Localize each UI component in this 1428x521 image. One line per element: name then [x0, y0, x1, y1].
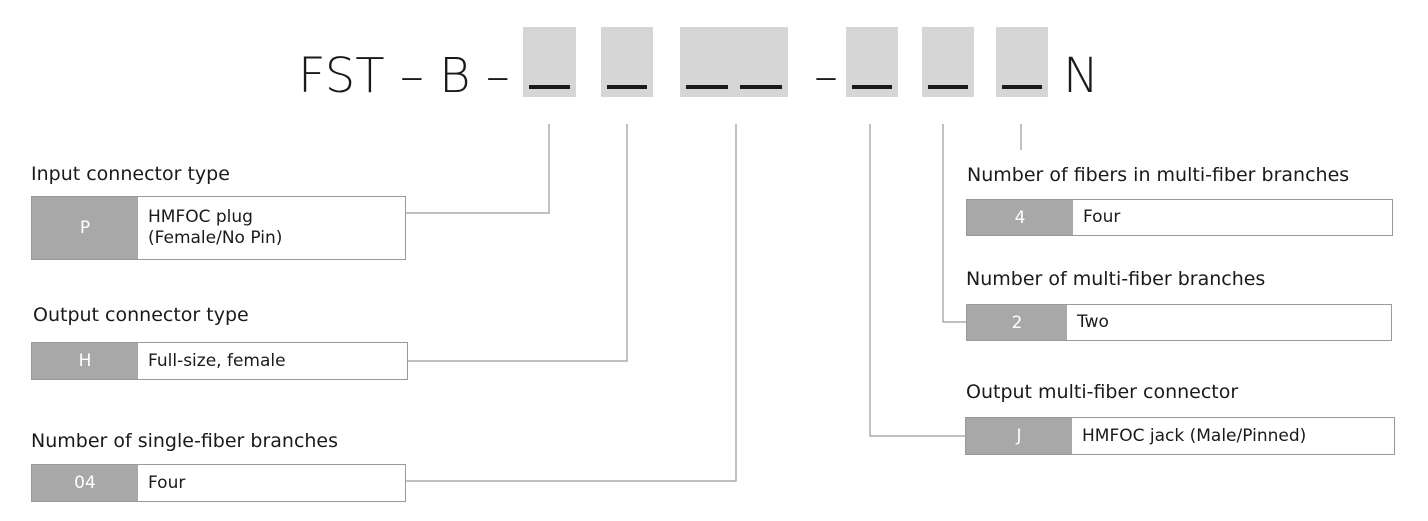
single-fiber-branches-box: 04 Four: [31, 464, 406, 502]
multifiber-branches-box: 2 Two: [966, 304, 1392, 341]
fibers-per-branch-code: 4: [967, 200, 1073, 235]
multifiber-branches-label: Number of multi-fiber branches: [966, 268, 1266, 290]
line-output-connector: [408, 124, 628, 362]
line-output-multifiber-connector: [869, 124, 965, 437]
input-connector-description: HMFOC plug (Female/No Pin): [148, 207, 283, 248]
fibers-per-branch-label: Number of fibers in multi-fiber branches: [967, 164, 1350, 186]
slot-multifiber-branches: [922, 27, 974, 97]
output-connector-type-box: H Full-size, female: [31, 342, 408, 380]
slot-output-connector: [601, 27, 653, 97]
single-fiber-branches-description: Four: [148, 472, 186, 493]
output-connector-type-label: Output connector type: [33, 304, 249, 326]
slot-single-fiber-branches: [680, 27, 788, 97]
slot-output-multifiber-connector: [846, 27, 898, 97]
slot-fibers-per-branch: [996, 27, 1048, 97]
part-number-suffix: N: [1063, 48, 1099, 104]
multifiber-branches-description: Two: [1077, 312, 1109, 332]
fibers-per-branch-box: 4 Four: [966, 199, 1393, 236]
input-connector-code: P: [32, 197, 138, 259]
single-fiber-branches-code: 04: [32, 465, 138, 501]
line-single-fiber-branches: [406, 124, 737, 482]
single-fiber-branches-label: Number of single-fiber branches: [31, 430, 339, 452]
slot-input-connector: [523, 27, 576, 97]
output-multifiber-connector-code: J: [966, 418, 1072, 454]
output-multifiber-connector-description: HMFOC jack (Male/Pinned): [1082, 425, 1307, 446]
output-connector-description: Full-size, female: [148, 350, 286, 371]
input-connector-type-label: Input connector type: [31, 163, 230, 185]
part-number-separator: –: [814, 48, 838, 104]
output-connector-code: H: [32, 343, 138, 379]
output-multifiber-connector-label: Output multi-fiber connector: [966, 381, 1239, 403]
part-number-prefix: FST – B –: [298, 48, 510, 104]
line-input-connector: [406, 124, 550, 214]
fibers-per-branch-description: Four: [1083, 207, 1121, 227]
multifiber-branches-code: 2: [967, 305, 1067, 340]
output-multifiber-connector-box: J HMFOC jack (Male/Pinned): [965, 417, 1395, 455]
input-connector-type-box: P HMFOC plug (Female/No Pin): [31, 196, 406, 260]
line-multifiber-branches: [942, 124, 966, 323]
